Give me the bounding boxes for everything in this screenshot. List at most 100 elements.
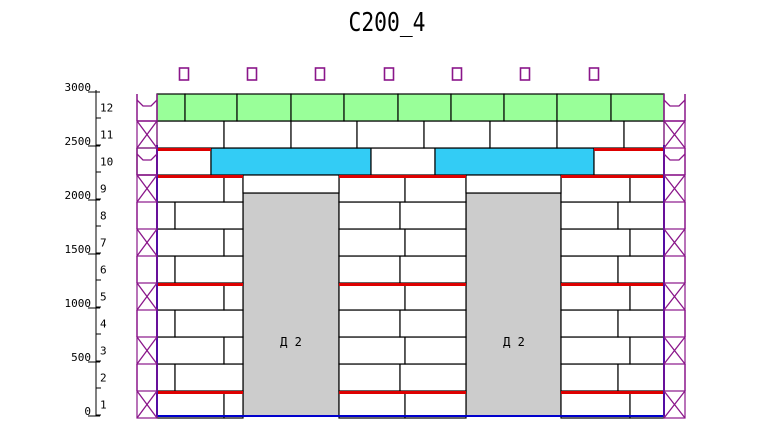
brick [560, 201, 619, 230]
row-number: 11 [100, 129, 113, 142]
frame-cross [663, 120, 686, 149]
gap-band [465, 174, 562, 194]
frame-cross [663, 282, 686, 311]
top-course-block [184, 93, 238, 122]
frame-cross [136, 228, 158, 257]
top-course-block [290, 93, 345, 122]
door-opening [465, 192, 562, 417]
frame-cross-box [663, 282, 686, 311]
row-number: 4 [100, 318, 107, 331]
brick [370, 147, 436, 176]
lifting-loop [178, 67, 190, 81]
frame-cross-box [136, 390, 158, 419]
row-number: 5 [100, 291, 107, 304]
brick [156, 309, 176, 338]
brick [156, 228, 225, 257]
brick [404, 174, 467, 203]
frame-cross-box [136, 336, 158, 365]
drawing-title: C200_4 [348, 8, 426, 38]
scale-label: 1500 [65, 243, 92, 256]
frame-cross [136, 174, 158, 203]
row-number: 1 [100, 399, 107, 412]
top-course-block [503, 93, 558, 122]
top-course-block [450, 93, 505, 122]
top-course-block [610, 93, 665, 122]
brick [156, 201, 176, 230]
frame-bracket [663, 99, 686, 107]
brick [136, 147, 212, 176]
brick [404, 390, 467, 419]
brick [560, 255, 619, 284]
frame-cross-box [663, 228, 686, 257]
brick [593, 147, 665, 176]
frame-post [663, 94, 686, 121]
lifting-loop [246, 67, 258, 81]
brick [223, 120, 292, 149]
frame-cross [136, 282, 158, 311]
brick [617, 255, 665, 284]
frame-cross [136, 390, 158, 419]
brick [338, 255, 401, 284]
lifting-loop [519, 67, 531, 81]
scale-label: 3000 [65, 81, 92, 94]
brick [174, 255, 244, 284]
brick [560, 336, 631, 365]
lifting-loop [314, 67, 326, 81]
frame-cross-box [136, 282, 158, 311]
scale-label: 0 [84, 405, 91, 418]
scale-label: 1000 [65, 297, 92, 310]
top-course-block [236, 93, 292, 122]
frame-post [136, 94, 158, 121]
brick [338, 201, 401, 230]
brick [156, 255, 176, 284]
brick [338, 363, 401, 392]
frame-cross-box [663, 390, 686, 419]
lifting-loop [451, 67, 463, 81]
row-number: 10 [100, 156, 113, 169]
frame-bracket [136, 99, 158, 107]
brick [560, 282, 631, 311]
frame-post [136, 148, 158, 175]
row-number: 7 [100, 237, 107, 250]
frame-cross [663, 390, 686, 419]
brick [423, 120, 491, 149]
gap-band [242, 174, 340, 194]
brick [174, 309, 244, 338]
brick [556, 120, 625, 149]
brick [617, 363, 665, 392]
brick [560, 309, 619, 338]
lifting-loop [588, 67, 600, 81]
brick [338, 228, 406, 257]
row-number: 9 [100, 183, 107, 196]
brick [223, 336, 244, 365]
door-label: Д 2 [503, 335, 525, 349]
door-label: Д 2 [280, 335, 302, 349]
brick [338, 390, 406, 419]
brick [617, 201, 665, 230]
brick [399, 255, 467, 284]
brick [560, 363, 619, 392]
brick [223, 174, 244, 203]
scale-label: 2500 [65, 135, 92, 148]
door-opening [242, 192, 340, 417]
lintel [210, 147, 372, 176]
brick [156, 390, 225, 419]
frame-cross [663, 336, 686, 365]
row-number: 12 [100, 102, 113, 115]
brick [223, 228, 244, 257]
frame-bracket [136, 153, 158, 161]
brick [156, 282, 225, 311]
row-number: 8 [100, 210, 107, 223]
brick [629, 390, 665, 419]
frame-bracket [663, 153, 686, 161]
row-number: 2 [100, 372, 107, 385]
brick [399, 201, 467, 230]
brick [338, 282, 406, 311]
brick [356, 120, 425, 149]
brick [156, 120, 225, 149]
brick [174, 201, 244, 230]
brick [338, 336, 406, 365]
brick [404, 336, 467, 365]
brick [290, 120, 358, 149]
